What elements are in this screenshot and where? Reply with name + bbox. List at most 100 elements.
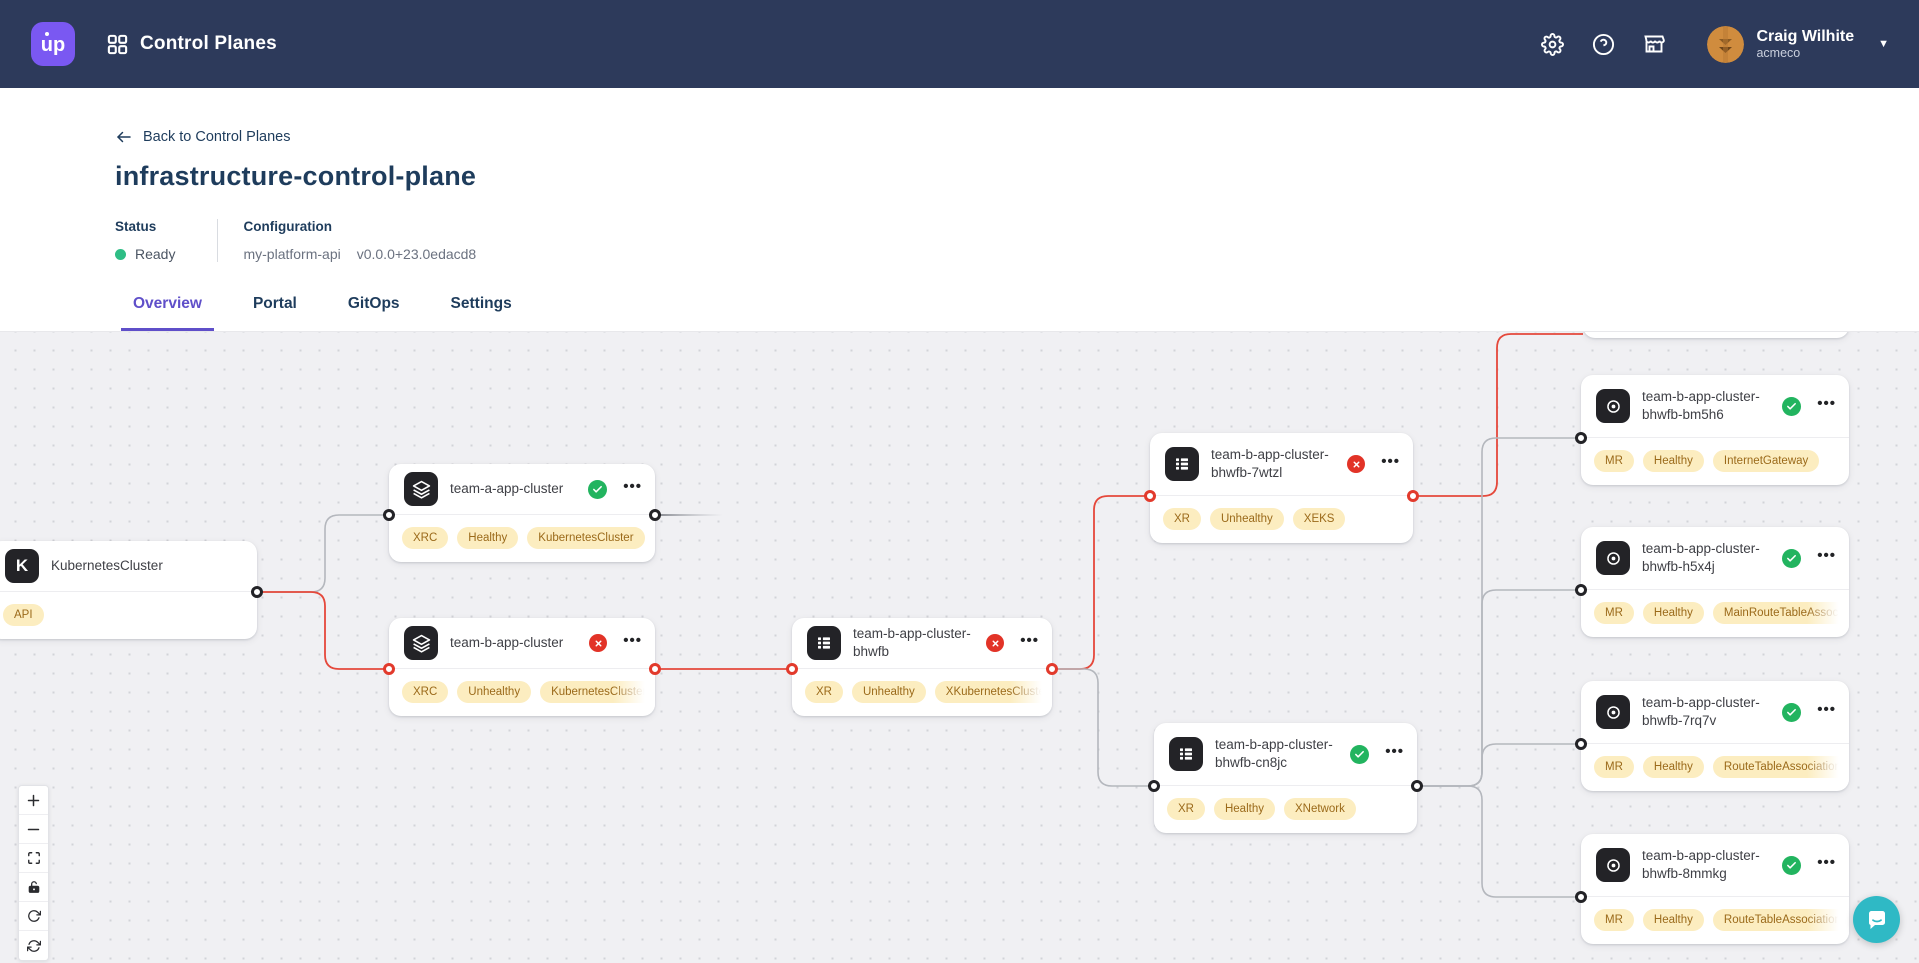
node-title: team-b-app-cluster — [450, 635, 564, 651]
node-team-b-app-cluster-bhwfb-7rq7v[interactable]: team-b-app-cluster-bhwfb-7rq7v MR Health… — [1581, 681, 1849, 791]
composite-resource-icon — [1169, 737, 1203, 771]
zoom-out-button[interactable] — [19, 815, 48, 844]
zoom-in-button[interactable] — [19, 786, 48, 815]
badge: XR — [805, 681, 843, 703]
resource-graph-canvas[interactable]: K KubernetesCluster API team-a-app-clust… — [0, 331, 1919, 963]
port-bhwfb-right — [1046, 663, 1058, 675]
claim-layers-icon — [404, 626, 438, 660]
port-cn8jc-left — [1148, 780, 1160, 792]
configuration-label: Configuration — [243, 219, 332, 234]
tab-portal[interactable]: Portal — [252, 295, 297, 312]
badge: XRC — [402, 681, 449, 703]
settings-gear-icon[interactable] — [1540, 32, 1564, 56]
managed-resource-icon — [1596, 541, 1630, 575]
node-menu-button[interactable] — [1813, 855, 1836, 876]
rotate-button[interactable] — [19, 902, 48, 931]
chat-bubble-icon — [1865, 908, 1889, 932]
node-team-b-app-cluster-bhwfb-h5x4j[interactable]: team-b-app-cluster-bhwfb-h5x4j MR Health… — [1581, 527, 1849, 637]
node-menu-button[interactable] — [1813, 702, 1836, 723]
node-team-b-app-cluster-bhwfb[interactable]: team-b-app-cluster-bhwfb XR Unhealthy XK… — [792, 618, 1052, 716]
node-menu-button[interactable] — [1813, 548, 1836, 569]
marketplace-store-icon[interactable] — [1642, 32, 1666, 56]
chat-launcher-button[interactable] — [1853, 896, 1900, 943]
unhealthy-x-icon — [986, 634, 1005, 652]
node-title: team-b-app-cluster-bhwfb-8mmkg — [1642, 848, 1760, 881]
chevron-down-icon: ▼ — [1878, 38, 1889, 50]
upbound-logo[interactable]: up — [31, 22, 75, 66]
unhealthy-x-icon — [1347, 455, 1366, 473]
badge: XKubernetesCluster — [934, 681, 1052, 703]
port-h5x4j-left — [1575, 584, 1587, 596]
node-menu-button[interactable] — [1813, 396, 1836, 417]
badge: Unhealthy — [851, 681, 926, 703]
canvas-controls — [18, 785, 49, 961]
port-bm5h6-left — [1575, 432, 1587, 444]
node-team-b-app-cluster[interactable]: team-b-app-cluster XRC Unhealthy Kuberne… — [389, 618, 655, 716]
lock-button[interactable] — [19, 873, 48, 902]
badge: InternetGateway — [1712, 450, 1820, 472]
node-partial-top[interactable] — [1583, 332, 1849, 338]
badge: XNetwork — [1283, 798, 1356, 820]
status-value: Ready — [135, 246, 176, 262]
node-team-a-app-cluster[interactable]: team-a-app-cluster XRC Healthy Kubernete… — [389, 464, 655, 562]
badge: KubernetesCluster — [527, 527, 645, 549]
port-8mmkg-left — [1575, 891, 1587, 903]
node-title: team-b-app-cluster-bhwfb-bm5h6 — [1642, 389, 1760, 422]
badge: RouteTableAssociation — [1712, 756, 1849, 778]
port-7rq7v-left — [1575, 738, 1587, 750]
configuration-version: v0.0.0+23.0edacd8 — [356, 246, 477, 262]
control-planes-grid-icon — [105, 32, 129, 56]
back-link-label: Back to Control Planes — [143, 129, 291, 145]
back-to-control-planes-link[interactable]: Back to Control Planes — [115, 128, 291, 146]
fit-view-button[interactable] — [19, 844, 48, 873]
node-menu-button[interactable] — [1377, 454, 1400, 475]
node-menu-button[interactable] — [1381, 744, 1404, 765]
user-name: Craig Wilhite — [1756, 27, 1855, 45]
node-title: team-b-app-cluster-bhwfb-cn8jc — [1215, 737, 1333, 770]
port-7wtzl-left — [1144, 490, 1156, 502]
user-menu[interactable]: Craig Wilhite acmeco ▼ — [1707, 25, 1889, 63]
node-title: team-b-app-cluster-bhwfb-7rq7v — [1642, 695, 1760, 728]
unhealthy-x-icon — [589, 634, 608, 652]
app-title: Control Planes — [140, 33, 277, 54]
badge: Healthy — [1642, 450, 1704, 472]
tab-overview[interactable]: Overview — [121, 295, 214, 331]
badge: Healthy — [1642, 602, 1704, 624]
managed-resource-icon — [1596, 389, 1630, 423]
node-team-b-app-cluster-bhwfb-8mmkg[interactable]: team-b-app-cluster-bhwfb-8mmkg MR Health… — [1581, 834, 1849, 944]
composite-resource-icon — [1165, 447, 1199, 481]
managed-resource-icon — [1596, 695, 1630, 729]
node-menu-button[interactable] — [619, 633, 642, 654]
composite-resource-icon — [807, 626, 841, 660]
node-team-b-app-cluster-bhwfb-bm5h6[interactable]: team-b-app-cluster-bhwfb-bm5h6 MR Health… — [1581, 375, 1849, 485]
node-menu-button[interactable] — [1016, 633, 1039, 654]
kubernetes-icon: K — [5, 549, 39, 583]
badge: API — [3, 604, 44, 626]
user-org: acmeco — [1756, 46, 1801, 60]
badge: MR — [1594, 602, 1634, 624]
badge: MR — [1594, 909, 1634, 931]
node-kubernetescluster[interactable]: K KubernetesCluster API — [0, 541, 257, 639]
healthy-check-icon — [1782, 396, 1802, 416]
badge: XRC — [402, 527, 449, 549]
managed-resource-icon — [1596, 848, 1630, 882]
port-cn8jc-right — [1411, 780, 1423, 792]
port-team-a-right — [649, 509, 661, 521]
node-title: KubernetesCluster — [51, 558, 163, 574]
page-title: infrastructure-control-plane — [115, 161, 477, 191]
badge: Healthy — [1642, 756, 1704, 778]
badge: MR — [1594, 756, 1634, 778]
tab-gitops[interactable]: GitOps — [347, 295, 400, 312]
status-label: Status — [115, 219, 157, 234]
port-team-a-left — [383, 509, 395, 521]
help-icon[interactable] — [1591, 32, 1615, 56]
badge: KubernetesCluster — [540, 681, 655, 703]
node-team-b-app-cluster-bhwfb-7wtzl[interactable]: team-b-app-cluster-bhwfb-7wtzl XR Unheal… — [1150, 433, 1413, 543]
port-kubernetescluster-right — [251, 586, 263, 598]
badge: Healthy — [457, 527, 519, 549]
node-menu-button[interactable] — [619, 479, 642, 500]
tab-settings[interactable]: Settings — [450, 295, 512, 312]
reset-view-button[interactable] — [19, 931, 48, 960]
node-team-b-app-cluster-bhwfb-cn8jc[interactable]: team-b-app-cluster-bhwfb-cn8jc XR Health… — [1154, 723, 1417, 833]
port-team-b-left — [383, 663, 395, 675]
